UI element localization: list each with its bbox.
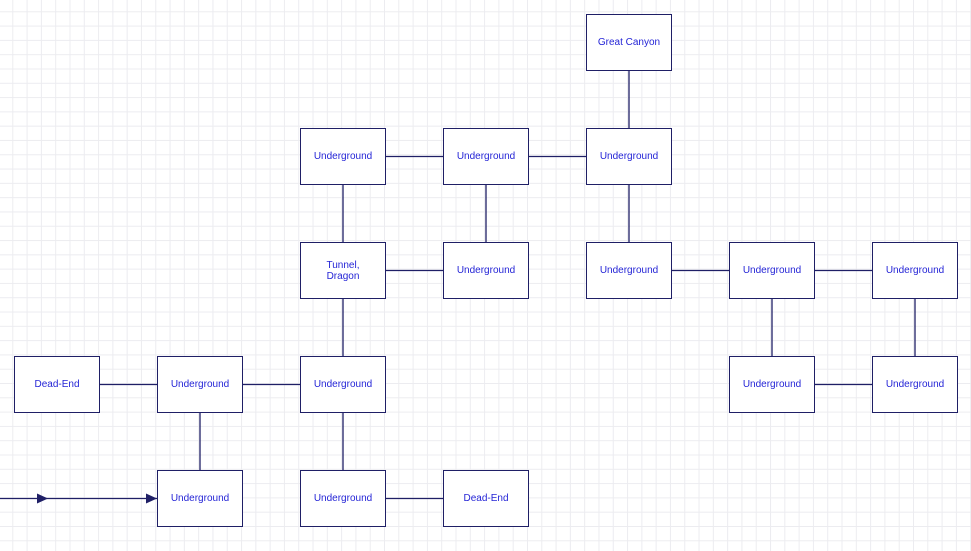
- node-ug-r3-c1[interactable]: Underground: [157, 356, 243, 413]
- node-ug-r3-c6[interactable]: Underground: [872, 356, 958, 413]
- entry-arrowhead-end: [146, 493, 157, 504]
- node-great-canyon[interactable]: Great Canyon: [586, 14, 672, 71]
- node-ug-r2-c4[interactable]: Underground: [586, 242, 672, 299]
- node-ug-r2-c5[interactable]: Underground: [729, 242, 815, 299]
- node-dead-end-left[interactable]: Dead-End: [14, 356, 100, 413]
- node-ug-r2-c3[interactable]: Underground: [443, 242, 529, 299]
- node-dead-end-bottom[interactable]: Dead-End: [443, 470, 529, 527]
- node-ug-r3-c5[interactable]: Underground: [729, 356, 815, 413]
- node-ug-r4-c2[interactable]: Underground: [300, 470, 386, 527]
- node-ug-r3-c2[interactable]: Underground: [300, 356, 386, 413]
- node-ug-r4-c1[interactable]: Underground: [157, 470, 243, 527]
- node-ug-r1-c2[interactable]: Underground: [300, 128, 386, 185]
- node-ug-r1-c3[interactable]: Underground: [443, 128, 529, 185]
- node-ug-r2-c6[interactable]: Underground: [872, 242, 958, 299]
- node-tunnel-dragon[interactable]: Tunnel, Dragon: [300, 242, 386, 299]
- entry-arrowhead-mid: [37, 493, 48, 504]
- node-ug-r1-c4[interactable]: Underground: [586, 128, 672, 185]
